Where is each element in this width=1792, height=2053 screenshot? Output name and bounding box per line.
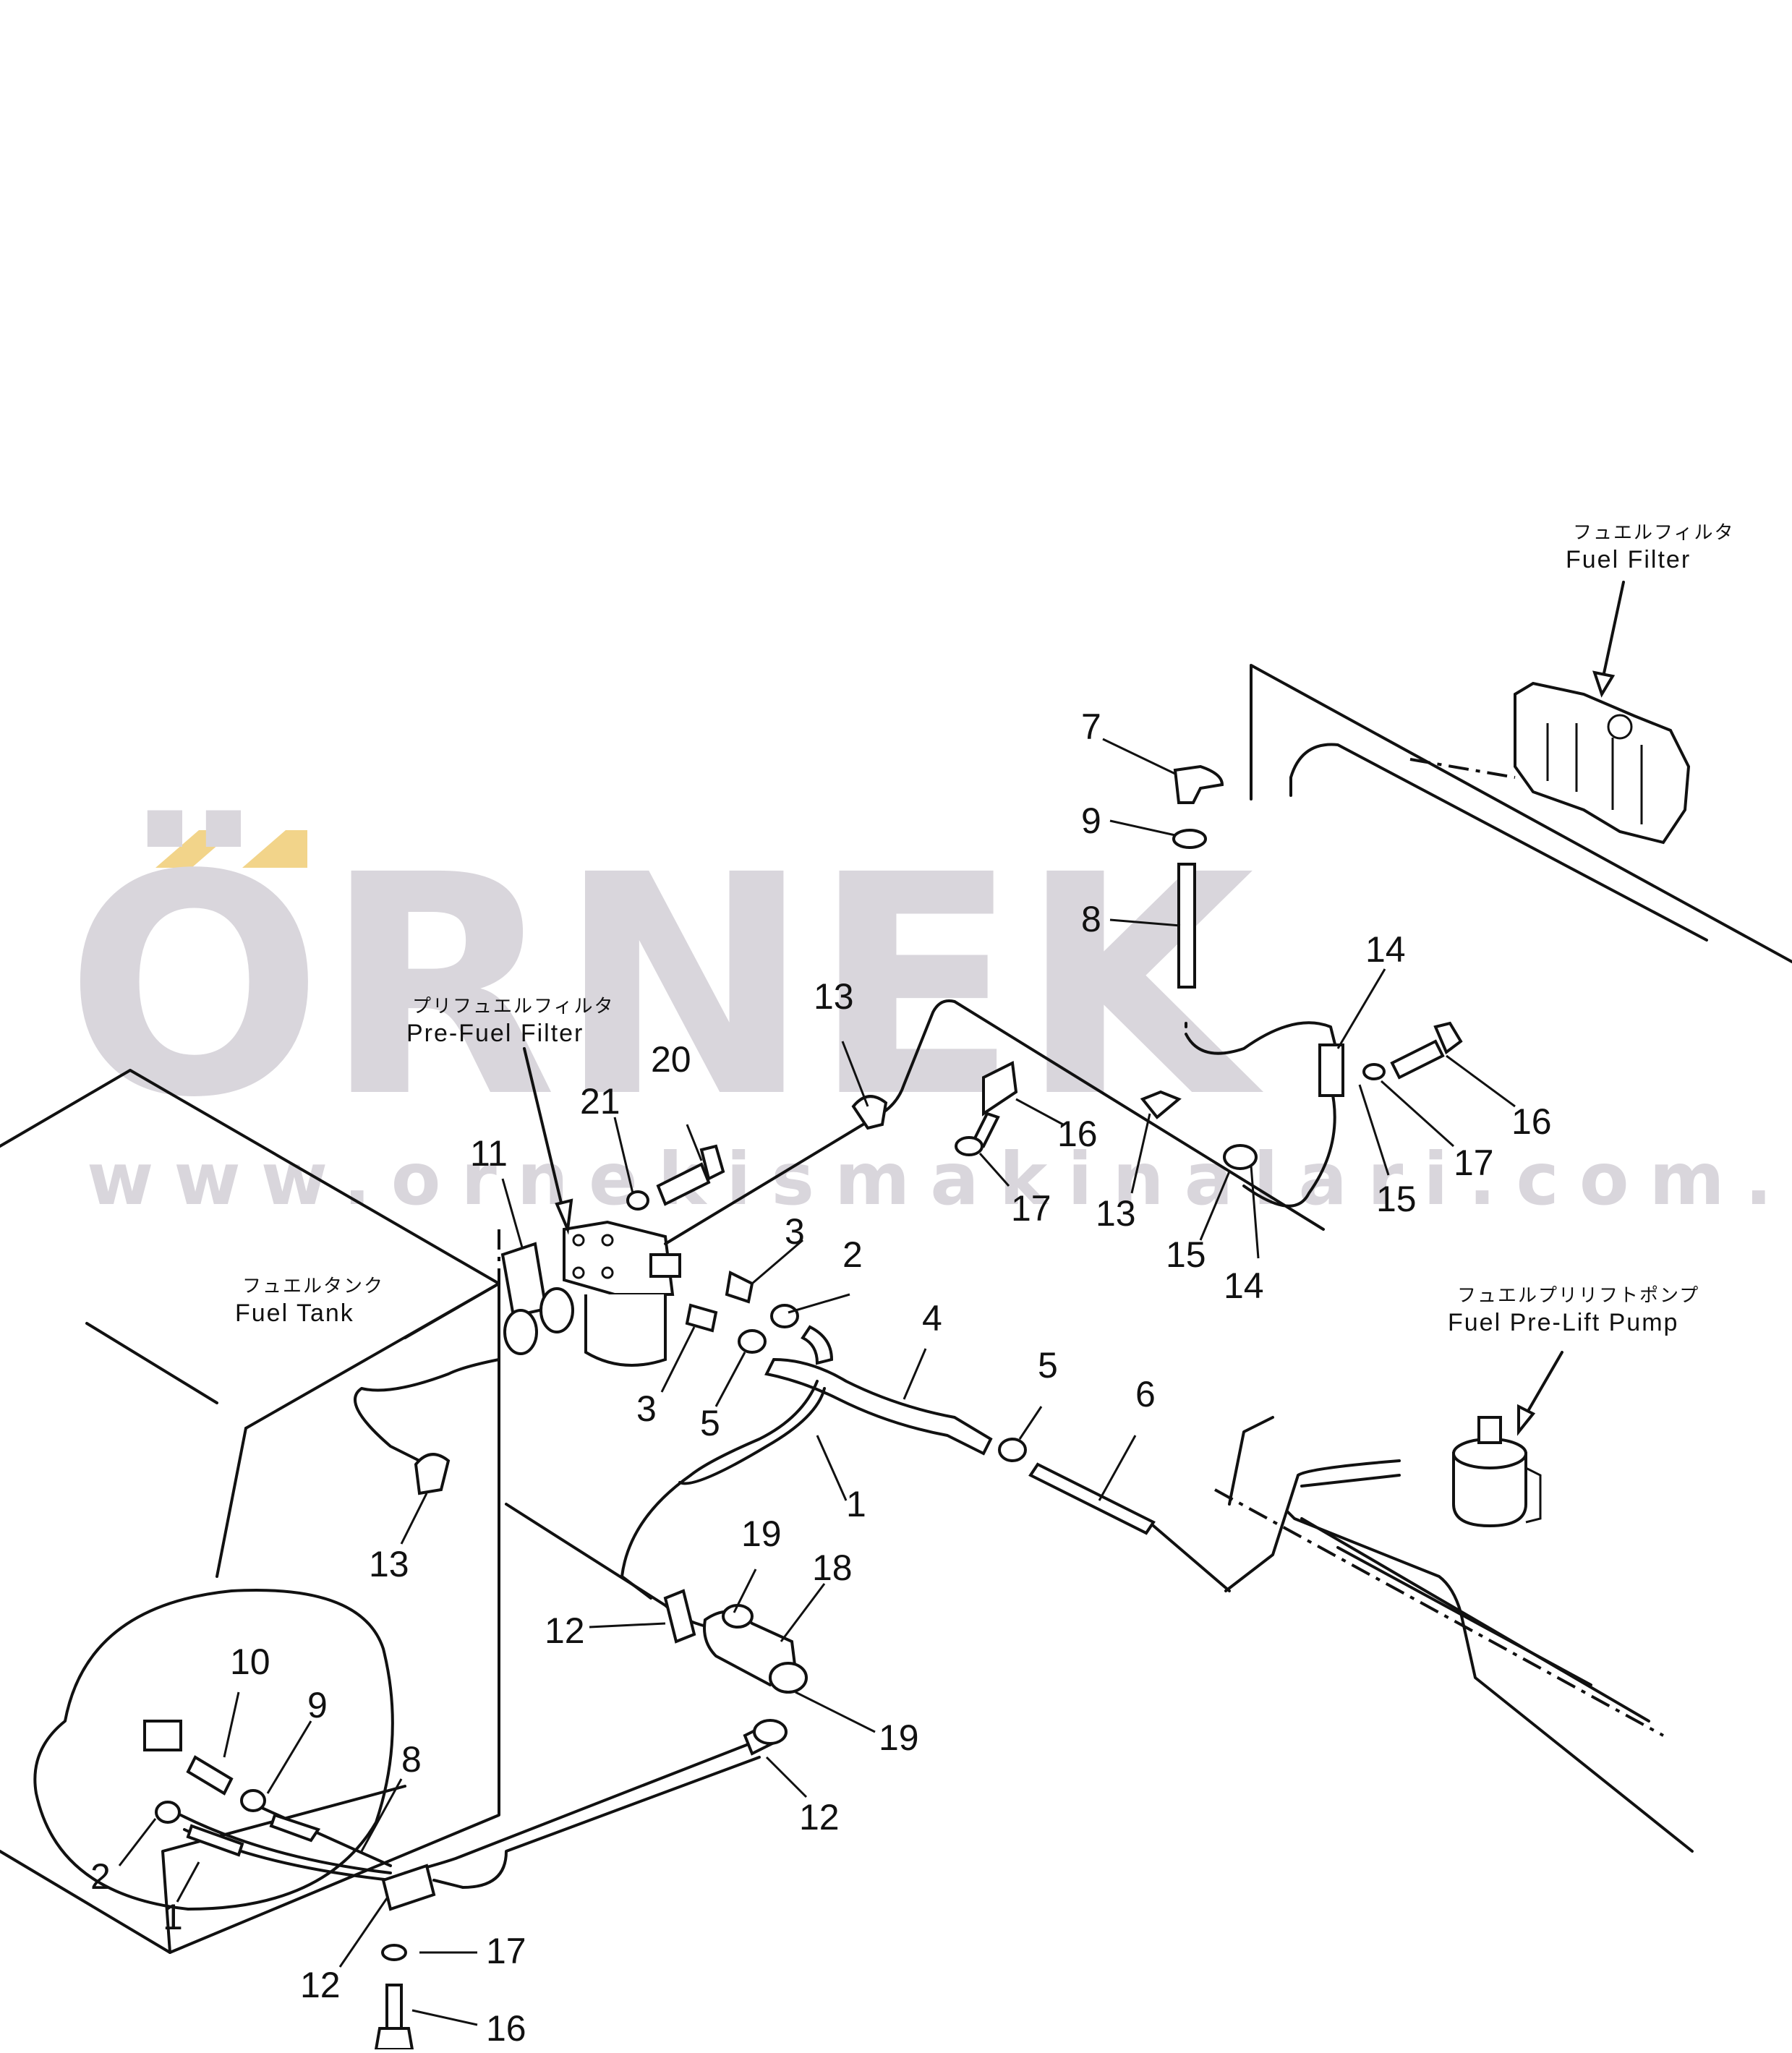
callout-19: 19 — [741, 1514, 782, 1554]
fuel-lines — [179, 863, 1339, 1889]
fuel-filter — [1409, 681, 1691, 845]
callout-10: 10 — [230, 1642, 270, 1682]
watermark-brand: ÖRNEK — [65, 807, 1266, 1164]
callout-17: 17 — [1011, 1188, 1051, 1229]
callout-15: 15 — [1376, 1179, 1417, 1219]
pre-fuel-filter — [500, 1220, 681, 1367]
watermark-umlaut-right — [242, 830, 307, 868]
callout-17: 17 — [486, 1931, 526, 1971]
callout-8: 8 — [1081, 899, 1101, 939]
pre-fuel-filter-label-jp: プリフュエルフィルタ — [412, 995, 614, 1017]
callout-3: 3 — [785, 1211, 805, 1252]
callout-1: 1 — [846, 1484, 866, 1524]
callout-16: 16 — [1057, 1114, 1098, 1154]
callout-15: 15 — [1166, 1234, 1206, 1275]
callout-14: 14 — [1365, 929, 1406, 970]
pre-fuel-filter-label-en: Pre-Fuel Filter — [406, 1020, 584, 1047]
callout-6: 6 — [1135, 1374, 1156, 1414]
callout-14: 14 — [1224, 1265, 1264, 1306]
callout-8: 8 — [401, 1739, 422, 1780]
fuel-pre-lift-pump — [1224, 1416, 1542, 1592]
leader-lines — [118, 581, 1625, 2026]
callout-17: 17 — [1454, 1143, 1494, 1183]
callout-13: 13 — [369, 1544, 409, 1584]
callout-2: 2 — [842, 1234, 863, 1275]
callout-4: 4 — [922, 1298, 942, 1339]
fuel-tank — [0, 1069, 500, 1954]
callout-12: 12 — [300, 1965, 341, 2005]
callout-9: 9 — [307, 1685, 328, 1725]
callout-16: 16 — [486, 2008, 526, 2049]
assembly-labels: フュエルフィルタ Fuel Filter プリフュエルフィルタ Pre-Fuel… — [235, 521, 1734, 1336]
fuel-tank-label-en: Fuel Tank — [235, 1299, 354, 1327]
callout-19: 19 — [879, 1717, 919, 1758]
small-parts — [143, 764, 1463, 2051]
callout-9: 9 — [1081, 801, 1101, 841]
callout-11: 11 — [470, 1133, 508, 1174]
engine-outline — [1214, 664, 1792, 1853]
callout-13: 13 — [1096, 1193, 1136, 1234]
part-callouts: 7 9 8 14 16 17 15 13 16 17 13 15 14 20 2… — [90, 707, 1552, 2049]
callout-13: 13 — [814, 976, 854, 1017]
fuel-pre-lift-pump-label-jp: フュエルプリリフトポンプ — [1457, 1284, 1699, 1306]
callout-18: 18 — [812, 1548, 853, 1588]
callout-5: 5 — [1038, 1345, 1058, 1386]
callout-16: 16 — [1511, 1101, 1552, 1142]
watermark-umlaut-left — [155, 830, 235, 868]
callout-2: 2 — [90, 1856, 111, 1897]
callout-12: 12 — [799, 1797, 840, 1838]
watermark-url: www.ornekismakinalari.com.tr — [87, 1137, 1792, 1221]
callout-1: 1 — [163, 1897, 183, 1937]
callout-12: 12 — [545, 1610, 585, 1651]
fuel-filter-label-jp: フュエルフィルタ — [1573, 521, 1734, 543]
callout-7: 7 — [1081, 707, 1101, 747]
fuel-tank-label-jp: フュエルタンク — [242, 1275, 384, 1297]
callout-21: 21 — [580, 1081, 620, 1122]
watermark: ÖRNEK www.ornekismakinalari.com.tr — [65, 807, 1792, 1221]
callout-3: 3 — [636, 1388, 657, 1429]
fuel-pre-lift-pump-label-en: Fuel Pre-Lift Pump — [1448, 1309, 1678, 1336]
callout-5: 5 — [700, 1403, 720, 1443]
callout-20: 20 — [651, 1039, 691, 1080]
fuel-filter-label-en: Fuel Filter — [1566, 546, 1691, 573]
